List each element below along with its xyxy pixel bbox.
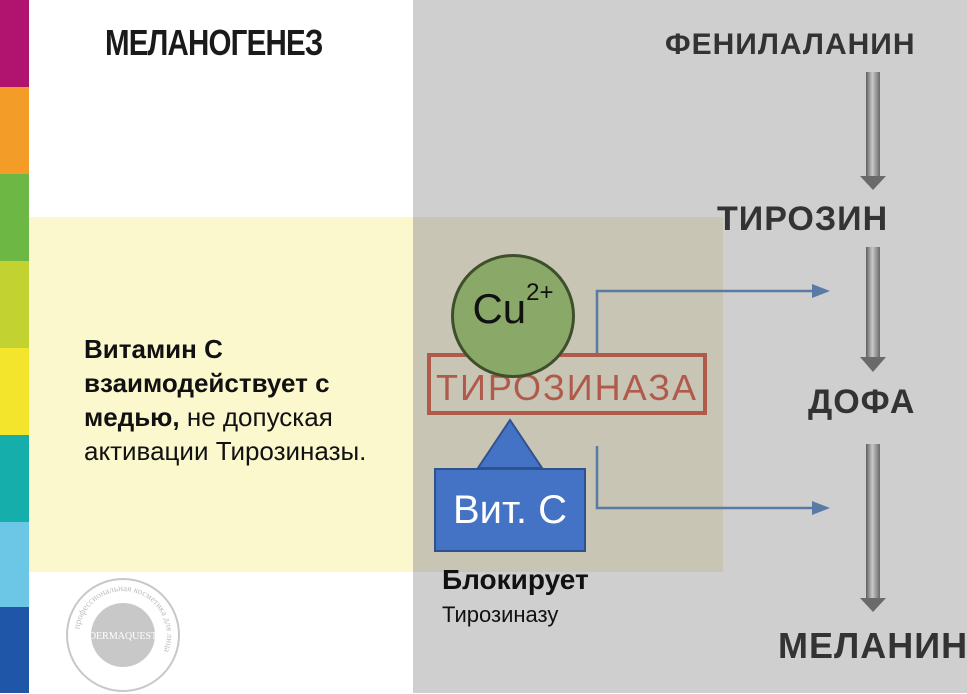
block-label: Блокирует [442, 564, 589, 595]
description-bold: Витамин С взаимодействует с медью, [84, 334, 330, 432]
info-band [29, 217, 413, 572]
down-arrow-2 [860, 247, 886, 372]
stripe-orange [0, 87, 29, 174]
copper-label: Cu2+ [454, 279, 572, 333]
step-tyrosine: ТИРОЗИН [717, 200, 889, 238]
step-melanin: МЕЛАНИН [778, 625, 967, 666]
stripe-magenta [0, 0, 29, 87]
step-dopa: ДОФА [808, 383, 916, 421]
stripe-lime [0, 261, 29, 348]
copper-ion-circle: Cu2+ [451, 254, 575, 378]
stripe-green [0, 174, 29, 261]
down-arrow-3 [860, 444, 886, 612]
tyrosinase-label: ТИРОЗИНАЗА [435, 367, 699, 408]
stripe-lightblue [0, 522, 29, 607]
description-regular: не допуская активации Тирозиназы. [84, 402, 367, 466]
vitamin-c-description: Витамин С взаимодействует с медью, не до… [84, 332, 414, 468]
down-arrow-1 [860, 72, 886, 190]
dermaquest-stamp-logo: профессиональная косметика для лица DERM… [66, 578, 180, 692]
vitamin-c-label: Вит. С [452, 488, 568, 532]
vitamin-c-box: Вит. С [434, 468, 586, 552]
page-title: МЕЛАНОГЕНЕЗ [105, 22, 323, 63]
tyrosinase-box: ТИРОЗИНАЗА [427, 353, 707, 415]
block-sublabel: Тирозиназу [442, 602, 559, 627]
copper-symbol: Cu [472, 285, 527, 332]
step-phenylalanine: ФЕНИЛАЛАНИН [665, 28, 916, 61]
stripe-blue [0, 607, 29, 693]
copper-charge: 2+ [526, 279, 554, 306]
stamp-brand: DERMAQUEST [89, 631, 157, 642]
stripe-yellow [0, 348, 29, 435]
stripe-teal [0, 435, 29, 522]
enzyme-flow-arrow-lower [595, 446, 830, 515]
block-up-arrow [476, 418, 544, 469]
enzyme-flow-arrow-upper [595, 284, 830, 353]
